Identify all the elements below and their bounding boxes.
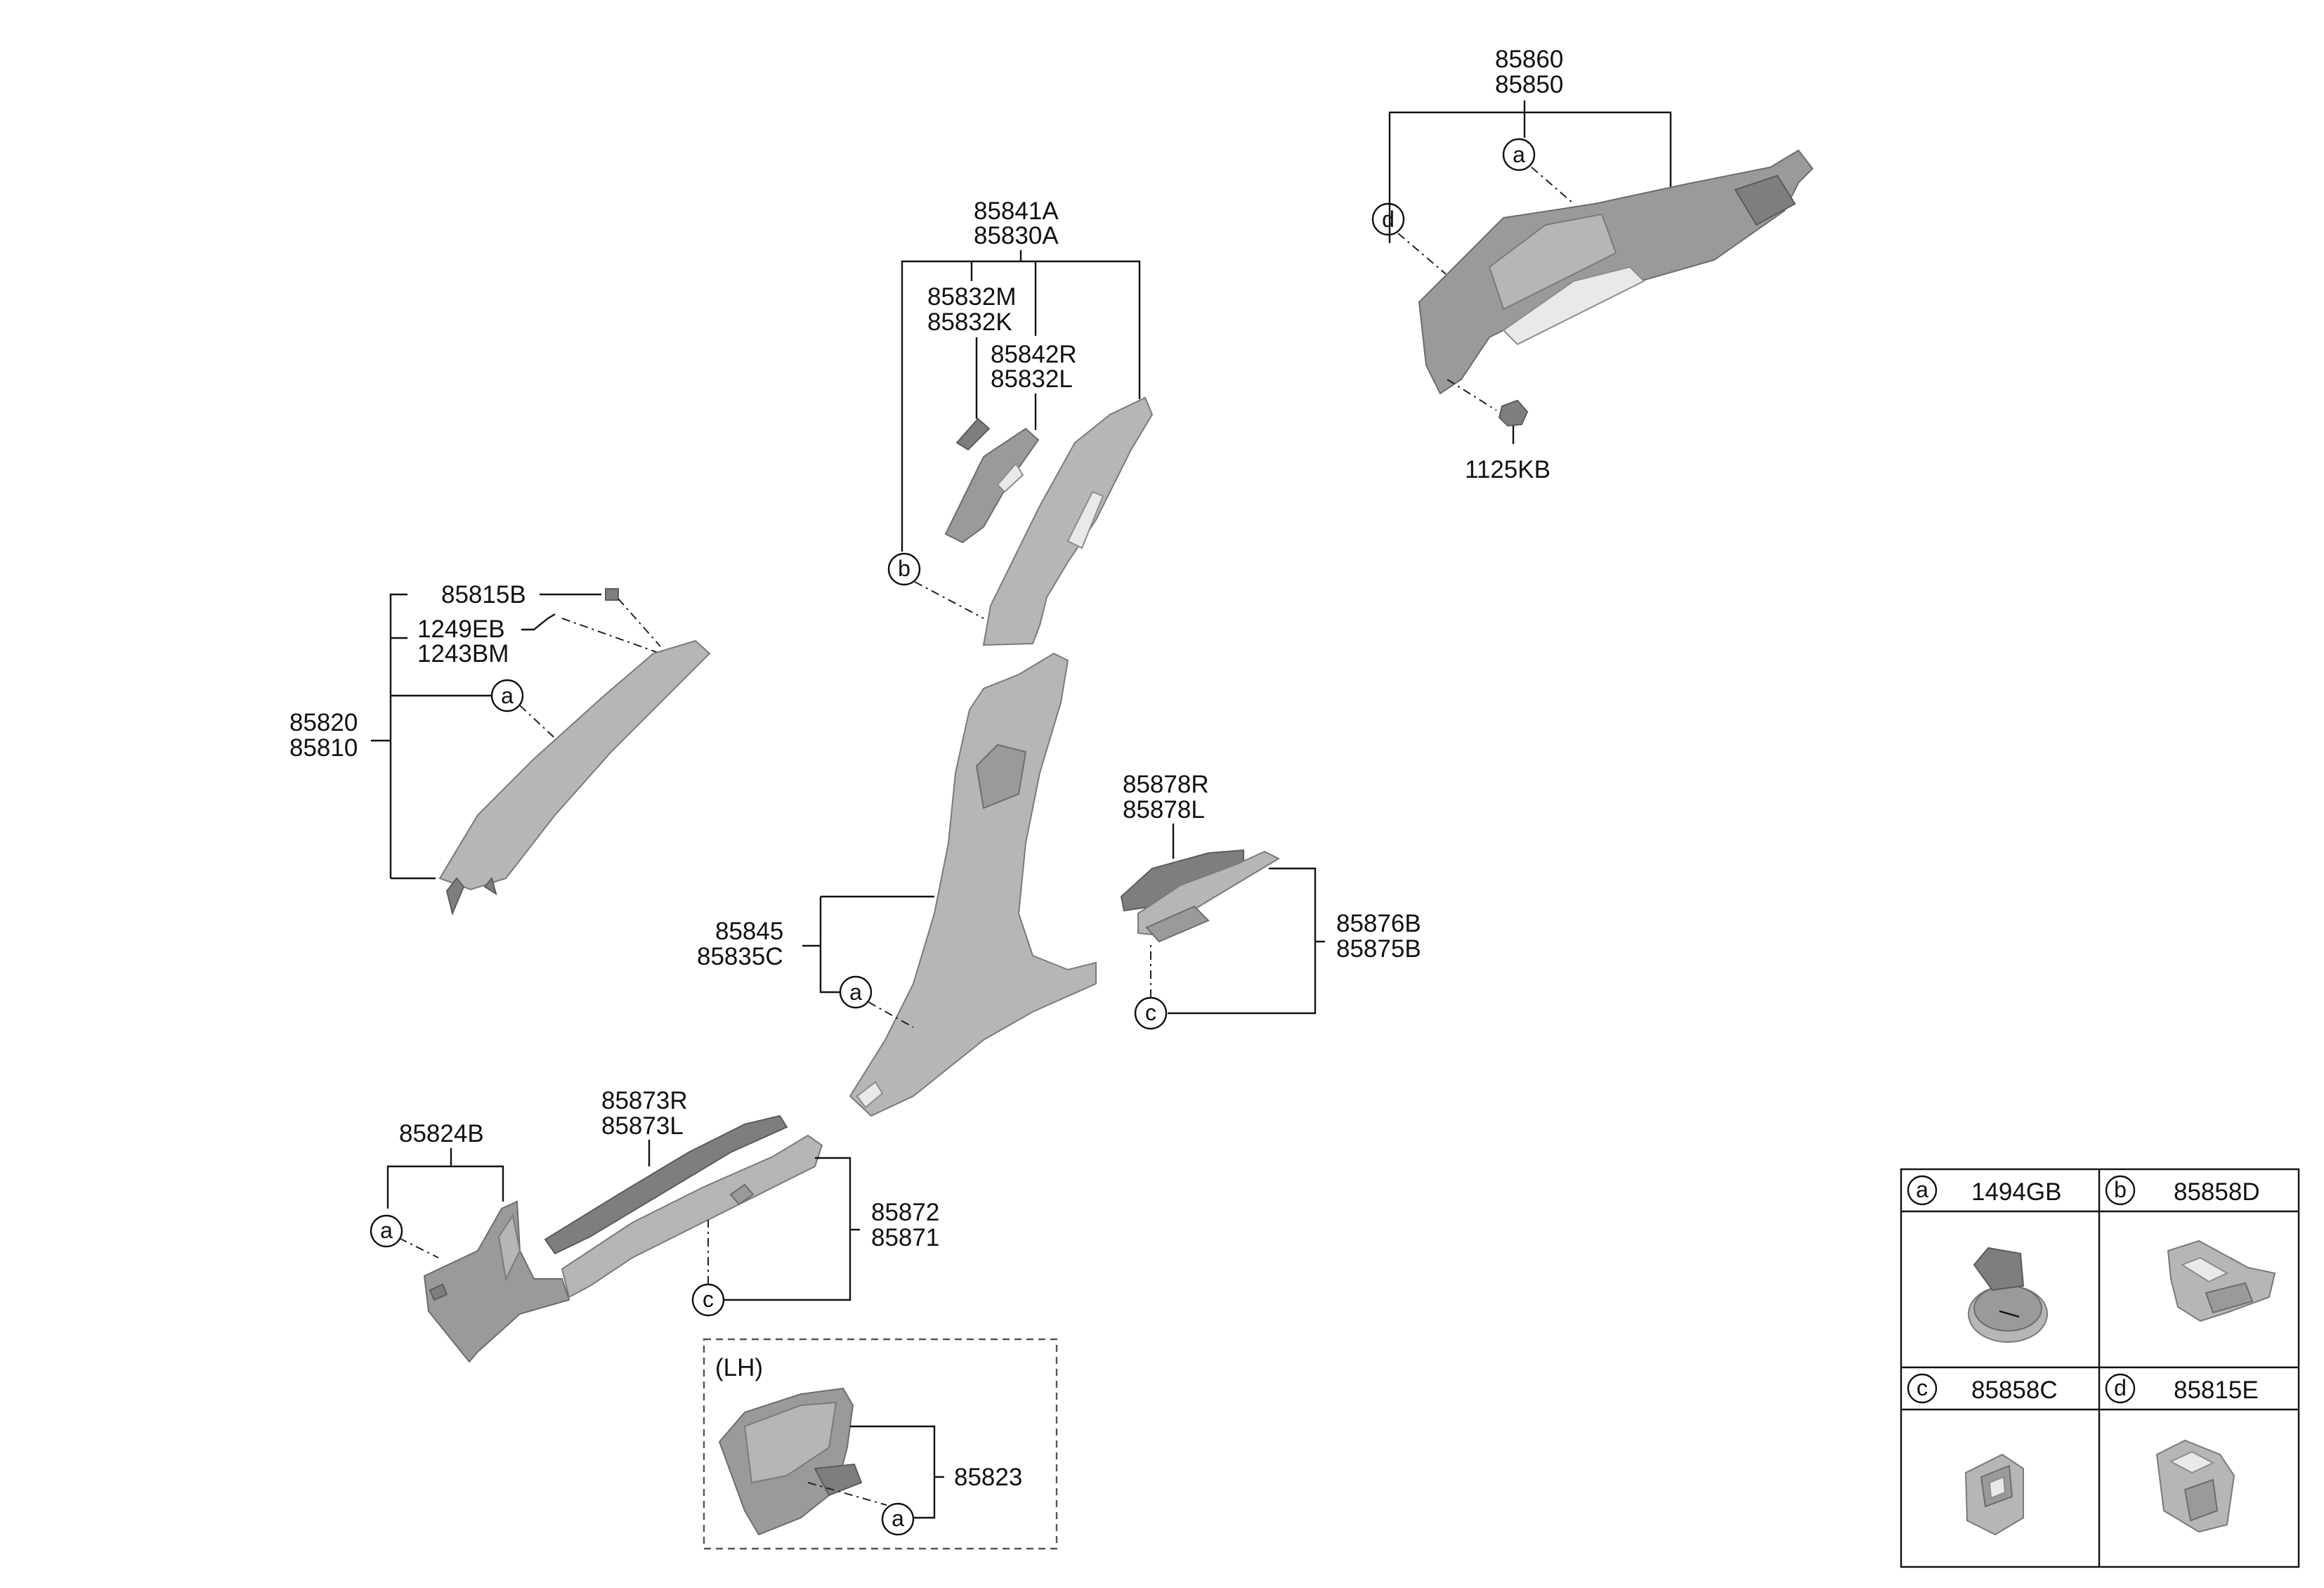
label-85835c: 85835C [697,943,783,970]
label-85832m: 85832M [927,283,1016,311]
leader-85845 [802,895,934,994]
svg-text:c: c [703,1287,714,1312]
legend-part-85815e: 85815E [2174,1377,2259,1404]
label-1243bm: 1243BM [417,640,509,668]
label-85832l: 85832L [991,365,1073,393]
label-85841a: 85841A [974,197,1059,225]
marker-a-quarter [1502,138,1536,171]
label-85872: 85872 [871,1199,939,1226]
marker-d-quarter [1371,202,1405,236]
cover-85832m [955,417,991,451]
label-85878l: 85878L [1123,796,1205,824]
label-85824b: 85824B [399,1120,484,1147]
marker-a-frontscuff [370,1214,403,1248]
bolt-1125kb [1498,399,1529,444]
label-85850: 85850 [1495,71,1563,98]
clip-1494gb-image [1968,1247,2048,1343]
b-pillar-upper-trim [982,396,1154,646]
marker-b [887,552,921,586]
label-lh: (LH) [715,1354,763,1381]
label-85820: 85820 [289,709,358,736]
marker-a-lh [881,1502,915,1536]
a-pillar-group: 85815B 1249EB 1243BM a 85820 85810 [289,581,711,916]
svg-text:b: b [2114,1177,2127,1202]
label-85860: 85860 [1495,46,1563,73]
label-85873l: 85873L [601,1112,684,1140]
legend-part-1494gb: 1494GB [1971,1178,2061,1206]
b-pillar-lower-group: 85845 85835C a [697,652,1097,1117]
cowl-side-trim-85824b [423,1200,570,1363]
svg-text:d: d [1382,207,1395,232]
marker-a-bpillar [839,975,873,1009]
legend-cell-c: c 85858C [1907,1373,2058,1536]
leader-85823 [850,1425,944,1519]
clip-85815e-image [2155,1439,2235,1533]
svg-text:d: d [2114,1375,2127,1400]
legend-cell-a: a 1494GB [1907,1175,2061,1343]
b-pillar-lower-trim [849,652,1097,1117]
leader-85872 [724,1157,860,1301]
clip-85858d-image [2167,1239,2276,1322]
label-85832k: 85832K [927,308,1012,336]
legend-cell-b: b 85858D [2105,1175,2276,1322]
label-85815b: 85815B [441,581,526,608]
label-85873r: 85873R [601,1087,688,1114]
svg-text:c: c [1145,1000,1156,1025]
marker-a-apillar [490,679,524,712]
svg-text:a: a [380,1218,393,1243]
label-85871: 85871 [871,1224,939,1251]
label-85830a: 85830A [974,222,1059,249]
leader-85860 [1388,111,1672,243]
label-85823: 85823 [954,1464,1022,1491]
legend-part-85858c: 85858C [1971,1377,2058,1404]
scuff-plate-85873 [544,1114,788,1255]
label-85845: 85845 [715,918,783,945]
svg-text:a: a [1916,1177,1928,1202]
a-pillar-trim [438,639,711,891]
front-scuff-group: 85824B a 85873R 85873L 85872 85871 c [370,1087,939,1363]
label-85878r: 85878R [1123,771,1209,798]
lh-detail-group: (LH) 85823 a [703,1338,1058,1550]
label-85810: 85810 [289,734,358,762]
leader-85824b [386,1165,504,1209]
legend-cell-d: d 85815E [2105,1373,2259,1533]
rear-quarter-trim-group: 85860 85850 a d 1125KB [1371,46,1814,483]
svg-text:a: a [501,683,514,708]
leader-85820 [371,593,492,880]
leader-85841a [901,260,1141,552]
svg-text:c: c [1917,1375,1928,1400]
legend-part-85858d: 85858D [2174,1178,2260,1206]
leader-85876b [1168,867,1325,1015]
svg-text:a: a [892,1506,904,1531]
clip-85858c-image [1964,1453,2024,1536]
b-pillar-upper-group: 85841A 85830A 85832M 85832K 85842R 85832… [887,197,1154,646]
svg-text:a: a [1513,142,1525,167]
label-1249eb: 1249EB [417,616,505,643]
lh-detail-frame [703,1338,1058,1550]
rear-scuff-group: 85878R 85878L 85876B 85875B c [1120,771,1421,1030]
trim-85842r [944,427,1040,544]
clip-85815b [605,588,619,601]
label-85842r: 85842R [991,341,1077,368]
label-85876b: 85876B [1336,910,1421,937]
label-85875b: 85875B [1336,935,1421,963]
fastener-legend-table: a 1494GB b 85858D c 85858C [1900,1168,2300,1568]
door-scuff-trim-85872 [561,1134,823,1299]
label-1125kb: 1125KB [1465,456,1551,483]
svg-text:a: a [849,980,862,1005]
svg-text:b: b [898,556,910,581]
